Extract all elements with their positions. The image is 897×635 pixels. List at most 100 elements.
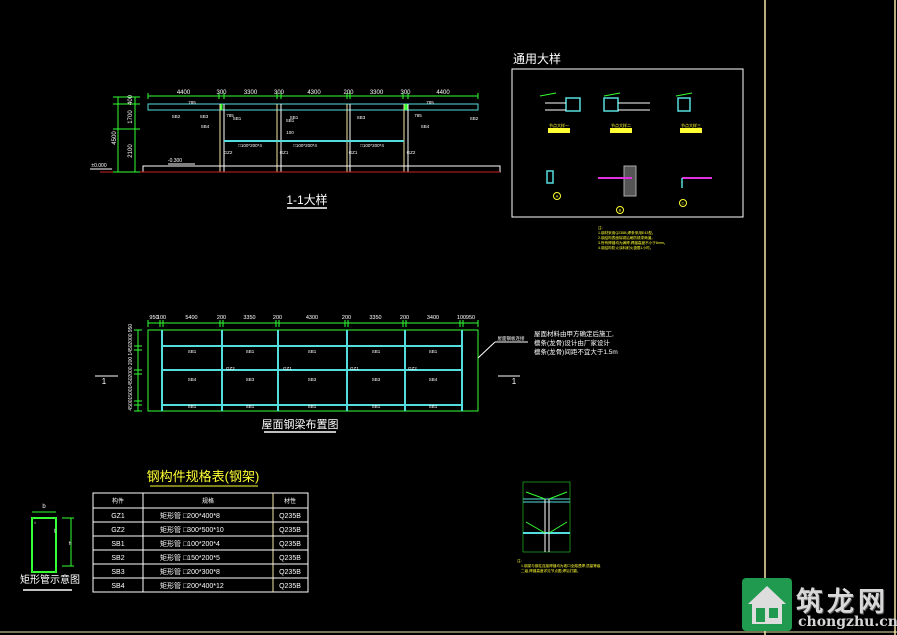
cad-line [548,491,568,500]
cad-line [539,92,557,97]
joint-note-line: 1.钢梁与钢柱连接焊缝均为坡口全熔透焊,质量等级 [521,563,601,568]
node-label: 节点大样三 [681,122,701,128]
table-cell-spec: 矩形管 □200*300*8 [160,567,220,576]
column-label: GZ2 [408,366,417,371]
dimension-label: 3350 [243,315,255,321]
table-cell-member: SB3 [111,569,124,576]
dimension-label: 1450 [128,377,134,388]
detail-circle-mark [616,206,624,214]
leader-label: 屋面钢板连接 [498,335,525,342]
table-cell-material: Q235B [279,513,301,520]
dim-t: t [34,520,36,525]
node-label: 节点大样二 [611,122,631,128]
table-border [92,492,309,593]
tube-section [603,97,619,112]
beam-label: SB1 [429,404,438,409]
tube-section [546,170,554,184]
dimension-label: 4400 [177,90,191,96]
label-bar [548,128,570,133]
beam-label: SB1 [246,404,255,409]
dim-b: b [42,504,46,510]
dimension-label: 4400 [436,90,450,96]
detail-mark-letter: A [556,194,559,199]
table-cell-material: Q235B [279,527,301,534]
table-header: 规格 [202,497,214,505]
level-label: -0.300 [168,158,182,164]
tube-title: 矩形管示意图 [20,573,80,586]
table-header: 材性 [284,497,296,505]
table-cell-spec: 矩形管 □100*200*4 [160,539,220,548]
dimension-label: 1500 [128,388,134,399]
dimension-label: 200 [342,315,351,321]
dim-t: t [54,529,56,535]
detail-circle-mark [553,192,561,200]
table-header: 构件 [112,497,124,505]
note-line: 2.钢结构表面除锈后刷防锈漆两道。 [598,235,655,240]
cad-line [675,92,693,97]
house-icon [742,578,792,631]
joint-detail: 注:1.钢梁与钢柱连接焊缝均为坡口全熔透焊,质量等级二级,焊缝高度详见节点图,焊… [517,481,601,573]
table-cell-member: GZ1 [111,513,125,520]
rect-tube [31,517,57,573]
detail-mark-letter: C [682,201,685,206]
ground-slab [142,165,501,173]
table-title: 钢构件规格表(钢架) [147,469,260,484]
beam-label: SB3 [246,377,255,382]
table-cell-spec: 矩形管 □150*200*5 [160,553,220,562]
table-cell-member: SB4 [111,583,124,590]
table-cell-member: SB1 [111,541,124,548]
member-label: SB3 [357,115,366,120]
dimension-label: 3400 [427,315,439,321]
dimension-label: 3350 [369,315,381,321]
dimension-label: 1450 [128,344,134,355]
dimension-label: 950 [128,324,134,333]
dimension-label: 3300 [244,90,258,96]
beam-label: SB1 [188,349,197,354]
dimension-label: 200 [128,357,134,366]
beam-label: SB4 [188,377,197,382]
section-mark-left: 1 [102,377,107,386]
watermark-logo: 筑龙网 chongzhu.cn [742,578,897,635]
dimension-label: 4500 [112,131,118,145]
wall-section [623,165,637,197]
member-label: □100*200*4 [293,143,317,148]
note-line: 1.钢材采用Q235B,焊条采用E43型。 [598,230,656,235]
column-label: GZ1 [350,366,359,371]
dimension-label: 5400 [185,315,197,321]
member-label: GZ2 [224,150,233,155]
beam-label: SB1 [188,404,197,409]
member-label: SB1 [290,115,299,120]
member-label: 785 [414,113,422,118]
joint-frame [522,481,571,553]
column-label: GZ2 [226,366,235,371]
plan-note-line: 檩条(龙骨)设计由厂家设计 [534,338,610,347]
dimension-label: 1700 [128,110,134,124]
member-label: SB4 [201,124,210,129]
dimension-label: 2100 [128,144,134,158]
watermark-text-cn: 筑龙网 [796,587,889,618]
member-label: SB2 [470,116,479,121]
detail-mark-letter: B [619,208,622,213]
table-cell-member: SB2 [111,555,124,562]
table-cell-material: Q235B [279,541,301,548]
cad-line [548,521,568,534]
joint-note-line: 注: [517,558,522,563]
beam-label: SB3 [372,377,381,382]
dimension-label: 300 [274,90,285,96]
beam-label: SB1 [308,404,317,409]
member-label: GZ1 [349,150,358,155]
cad-line [603,92,621,97]
tube-section [677,97,691,112]
plan-note-line: 屋面材料由甲方确定后施工, [534,329,614,338]
label-bar [610,128,632,133]
node-label: 节点大样一 [549,122,569,128]
dim-h: h [69,541,72,547]
member-label: SB3 [200,114,209,119]
section-title: 1-1大样 [286,192,327,207]
plan-title: 屋面钢梁布置图 [262,417,339,431]
cad-line [525,521,546,534]
member-label: SB4 [421,124,430,129]
